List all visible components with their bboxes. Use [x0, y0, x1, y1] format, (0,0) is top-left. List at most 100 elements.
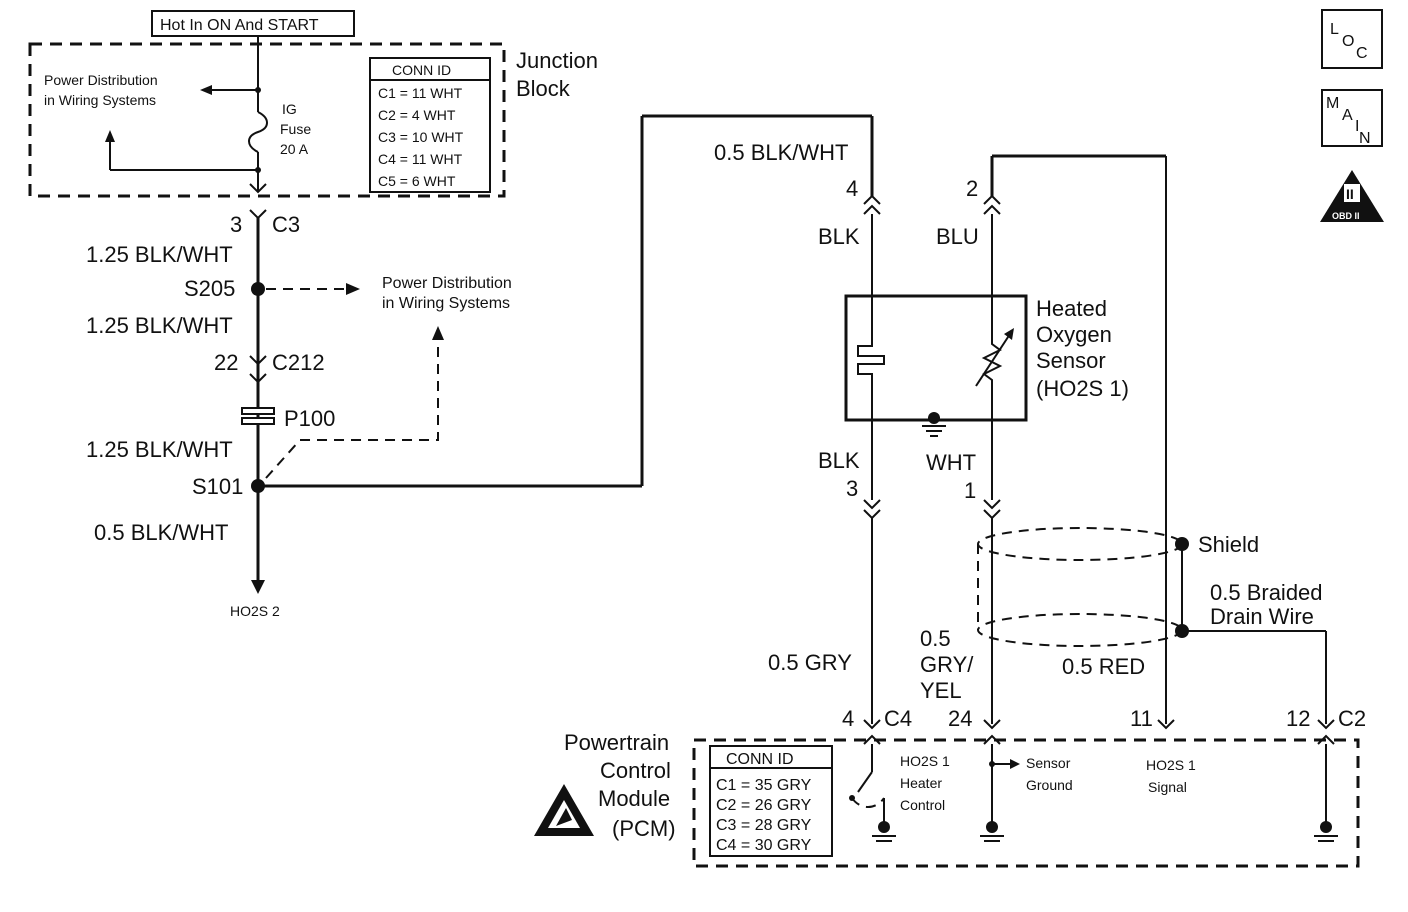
svg-text:II: II: [1346, 186, 1354, 202]
c3-conn: C3: [272, 212, 300, 237]
junction-block-box: [28, 42, 506, 198]
heater-label-1: HO2S 1: [900, 753, 950, 769]
sensor-blk-bottom: BLK: [818, 448, 860, 473]
jb-conn-id-row: C2 = 4 WHT: [378, 107, 456, 123]
p100-grommet-icon: [241, 407, 275, 415]
sensor-pin1: 1: [964, 478, 976, 503]
power-dist-label-2: in Wiring Systems: [382, 295, 510, 312]
shield-ellipse-bottom: [977, 613, 1183, 647]
wire-red-label: 0.5 RED: [1062, 654, 1145, 679]
wire-label: 0.5 BLK/WHT: [94, 520, 228, 545]
power-dist-label-1: Power Distribution: [382, 275, 512, 292]
sensor-ground-label-2: Ground: [1026, 777, 1073, 793]
loc-icon[interactable]: L O C: [1321, 9, 1383, 69]
shield-ellipse-top: [977, 527, 1183, 561]
connector-c3-icon: [249, 209, 267, 220]
pcm-pin-12: 12: [1286, 706, 1310, 731]
connector-pin3-icon: [863, 509, 881, 520]
wire-gry-label: 0.5 GRY: [768, 650, 852, 675]
sensor-blu: BLU: [936, 224, 979, 249]
svg-text:M: M: [1326, 95, 1339, 112]
pcm-conn-id-row: C3 = 28 GRY: [716, 817, 812, 834]
svg-text:O: O: [1342, 33, 1354, 50]
connector-pin2-icon: [983, 204, 1001, 215]
sensor-pin4: 4: [846, 176, 858, 201]
pcm-title-2: Control: [600, 758, 671, 783]
sensor-name-2: Oxygen: [1036, 322, 1112, 347]
drain-label-1: 0.5 Braided: [1210, 580, 1323, 605]
pcm-title-4: (PCM): [612, 816, 676, 841]
wire-gy-label-3: YEL: [920, 678, 962, 703]
heater-switch-icon: [857, 771, 873, 793]
signal-label-1: HO2S 1: [1146, 757, 1196, 773]
p100-label: P100: [284, 406, 335, 431]
ground-icon: [1320, 821, 1332, 833]
drain-label-2: Drain Wire: [1210, 604, 1314, 629]
ground-icon: [878, 821, 890, 833]
obd-ii-icon[interactable]: II OBD II: [1320, 170, 1384, 222]
c212-pin: 22: [214, 350, 238, 375]
connector-c2-11-icon: [1157, 719, 1175, 730]
junction-block-title-1: Junction: [516, 48, 598, 73]
ground-icon: [986, 821, 998, 833]
arrow-down-icon: [251, 580, 265, 594]
jb-power-dist-1: Power Distribution: [44, 72, 158, 88]
pcm-pin-4: 4: [842, 706, 854, 731]
hot-in-label-box: [151, 10, 355, 37]
sensor-blk-top: BLK: [818, 224, 860, 249]
jb-conn-id-table: [369, 57, 491, 193]
ho2s2-label: HO2S 2: [230, 603, 280, 619]
sensor-pin3: 3: [846, 476, 858, 501]
sensor-wire-top: 0.5 BLK/WHT: [714, 140, 848, 165]
pcm-conn-c4: C4: [884, 706, 912, 731]
fuse-label-3: 20 A: [280, 141, 309, 157]
sensor-ground-label-1: Sensor: [1026, 755, 1071, 771]
connector-pin1-icon: [983, 509, 1001, 520]
pcm-title-1: Powertrain: [564, 730, 669, 755]
pcm-conn-id-row: C1 = 35 GRY: [716, 777, 812, 794]
wire-gy-label-1: 0.5: [920, 626, 951, 651]
fuse-label-2: Fuse: [280, 121, 311, 137]
svg-text:N: N: [1359, 130, 1371, 147]
sensor-name-3: Sensor: [1036, 348, 1106, 373]
pcm-conn-id-table: [709, 745, 833, 857]
svg-text:C: C: [1356, 45, 1368, 62]
hot-in-label: Hot In ON And START: [160, 17, 319, 34]
ground-icon: [928, 412, 940, 424]
svg-text:L: L: [1330, 21, 1339, 38]
pcm-pin-11: 11: [1130, 706, 1153, 731]
sensor-pin2: 2: [966, 176, 978, 201]
c212-conn: C212: [272, 350, 325, 375]
variable-resistor-icon: [981, 330, 1003, 420]
splice-s101-label: S101: [192, 474, 243, 499]
svg-text:I: I: [1355, 118, 1359, 135]
esd-warning-icon: [534, 784, 594, 836]
heater-label-3: Control: [900, 797, 945, 813]
arrow-right-icon: [346, 283, 360, 295]
arrow-up-icon: [432, 326, 444, 340]
pcm-conn-id-title: CONN ID: [726, 751, 794, 768]
arrow-left-icon: [200, 85, 212, 95]
heater-label-2: Heater: [900, 775, 942, 791]
sensor-wht: WHT: [926, 450, 976, 475]
jb-power-dist-2: in Wiring Systems: [44, 92, 156, 108]
connector-pin4-icon: [863, 204, 881, 215]
fuse-label-1: IG: [282, 101, 297, 117]
pcm-conn-id-row: C4 = 30 GRY: [716, 837, 812, 854]
pcm-conn-id-row: C2 = 26 GRY: [716, 797, 812, 814]
pcm-title-3: Module: [598, 786, 670, 811]
fuse-icon: [248, 111, 268, 153]
sensor-name-4: (HO2S 1): [1036, 376, 1129, 401]
jb-conn-id-row: C1 = 11 WHT: [378, 85, 463, 101]
arrow-right-icon: [1010, 759, 1020, 769]
heater-element-icon: [857, 340, 885, 380]
pcm-pin-24: 24: [948, 706, 972, 731]
splice-s205: [251, 282, 265, 296]
arrow-up-icon: [105, 130, 115, 142]
jb-conn-id-row: C3 = 10 WHT: [378, 129, 464, 145]
sensor-name-1: Heated: [1036, 296, 1107, 321]
jb-conn-id-row: C4 = 11 WHT: [378, 151, 463, 167]
wire-label: 1.25 BLK/WHT: [86, 437, 233, 462]
main-icon[interactable]: M A I N: [1321, 89, 1383, 147]
